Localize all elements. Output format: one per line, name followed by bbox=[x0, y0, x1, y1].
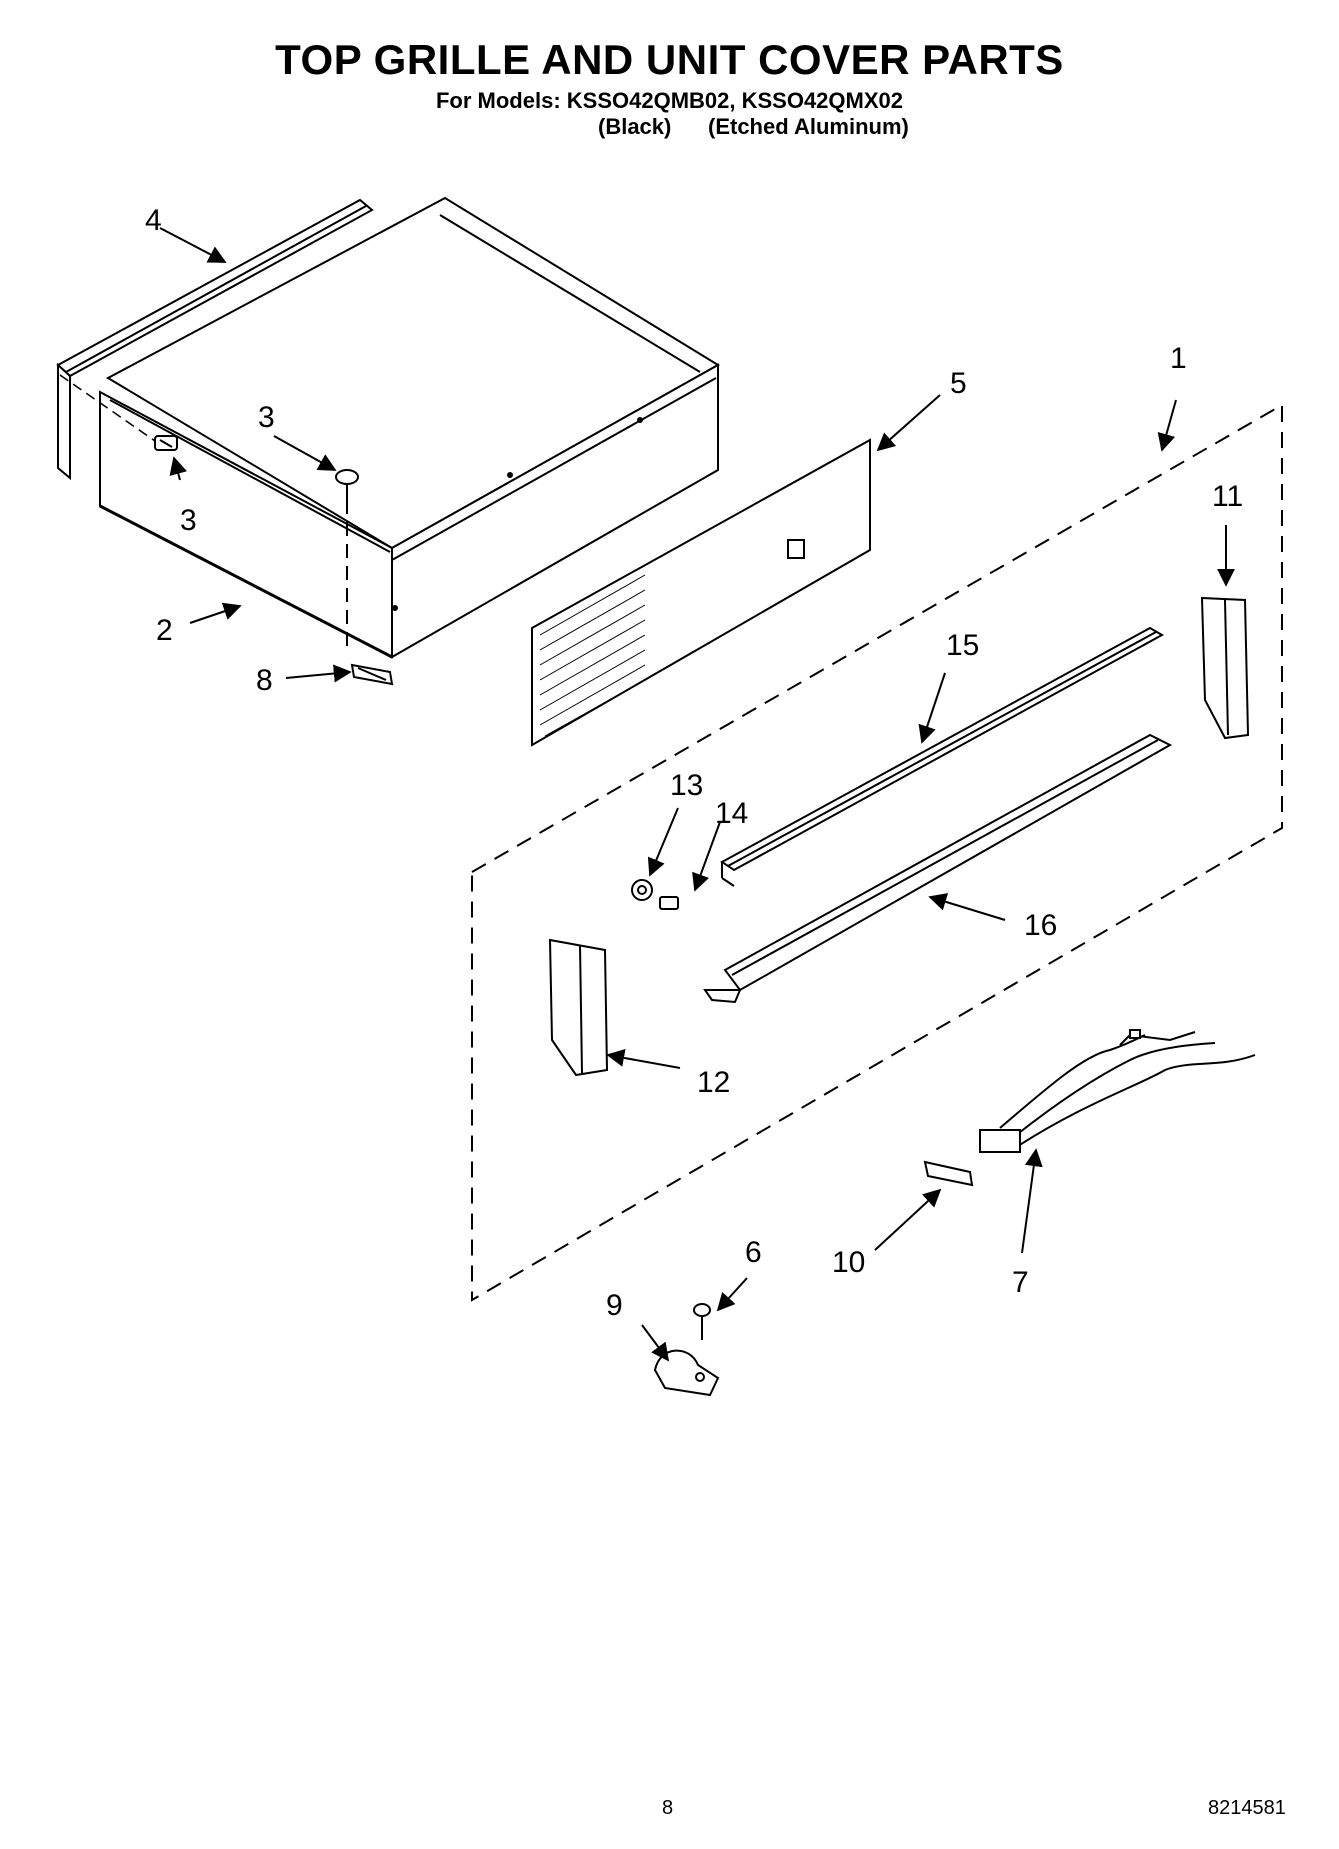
callout-14: 14 bbox=[715, 797, 748, 830]
part-9-clamp bbox=[653, 1349, 720, 1397]
page-title: TOP GRILLE AND UNIT COVER PARTS bbox=[275, 36, 1064, 83]
part-13-knob bbox=[631, 879, 653, 901]
callout-11: 11 bbox=[1212, 480, 1243, 513]
callout-3-side: 3 bbox=[180, 504, 197, 537]
variant-etched-aluminum: (Etched Aluminum) bbox=[708, 114, 909, 139]
callout-6: 6 bbox=[745, 1236, 762, 1269]
callout-5: 5 bbox=[950, 367, 967, 400]
callout-3-top: 3 bbox=[258, 401, 275, 434]
leader-lines bbox=[159, 227, 1235, 1362]
part-12-bracket bbox=[548, 938, 609, 1077]
variant-black: (Black) bbox=[598, 114, 672, 139]
part-11-bracket bbox=[1200, 596, 1250, 740]
callout-1: 1 bbox=[1170, 342, 1187, 375]
document-number: 8214581 bbox=[1208, 1797, 1286, 1819]
callout-7: 7 bbox=[1012, 1266, 1029, 1299]
grille-louvres bbox=[539, 574, 646, 737]
callout-9: 9 bbox=[606, 1289, 623, 1322]
part-14-button bbox=[659, 896, 679, 910]
part-16-lower-rail bbox=[703, 733, 1173, 1004]
models-line: For Models: KSSO42QMB02, KSSO42QMX02 bbox=[435, 88, 904, 113]
callout-8: 8 bbox=[256, 664, 273, 697]
callout-4: 4 bbox=[145, 204, 162, 237]
part-3-screw-side bbox=[154, 435, 178, 451]
part-10-clip bbox=[923, 1160, 974, 1187]
part-3-screw-top bbox=[335, 469, 359, 650]
part-6-screw bbox=[693, 1303, 711, 1340]
part-4-rear-trim bbox=[56, 198, 374, 481]
part-5-grille-panel bbox=[531, 438, 871, 747]
part-8-clip bbox=[350, 663, 394, 686]
callout-10: 10 bbox=[832, 1246, 865, 1279]
callout-12: 12 bbox=[697, 1066, 730, 1099]
page-number: 8 bbox=[662, 1797, 674, 1819]
part-15-trim-rail bbox=[720, 626, 1165, 887]
part-7-wire-harness bbox=[979, 1029, 1256, 1153]
part-1-kit-outline bbox=[471, 403, 1283, 1302]
callout-15: 15 bbox=[946, 629, 979, 662]
callout-2: 2 bbox=[156, 614, 173, 647]
callout-13: 13 bbox=[670, 769, 703, 802]
callout-16: 16 bbox=[1024, 909, 1057, 942]
